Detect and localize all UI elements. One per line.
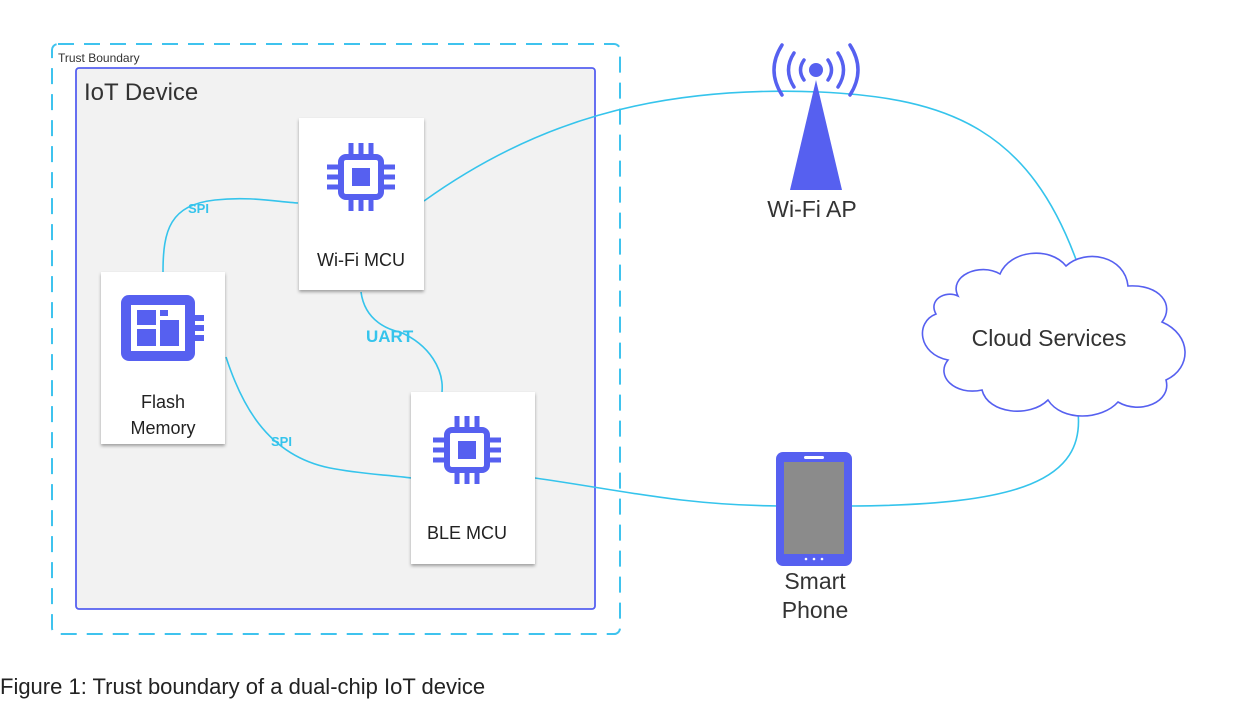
link-label-spi-top: SPI bbox=[188, 201, 209, 216]
iot-device-label: IoT Device bbox=[84, 79, 198, 106]
ble-mcu-label: BLE MCU bbox=[427, 523, 507, 543]
chip-icon bbox=[433, 416, 501, 484]
link-spi-flash-ble bbox=[225, 356, 412, 479]
link-ble-phone bbox=[534, 477, 779, 507]
wifi-ap-label: Wi-Fi AP bbox=[767, 196, 856, 222]
wifi-mcu-label: Wi-Fi MCU bbox=[317, 250, 405, 270]
link-cloud-phone bbox=[850, 411, 1080, 507]
flash-memory-label-line1: Flash bbox=[141, 392, 185, 412]
connections bbox=[162, 90, 1080, 507]
trust-boundary-label: Trust Boundary bbox=[58, 51, 140, 65]
smart-phone-node[interactable]: Smart Phone bbox=[776, 452, 852, 623]
antenna-icon bbox=[772, 43, 860, 190]
memory-icon bbox=[121, 295, 204, 361]
cloud-services-node[interactable]: Cloud Services bbox=[921, 252, 1186, 417]
cloud-services-label: Cloud Services bbox=[972, 325, 1127, 351]
trust-boundary bbox=[51, 43, 621, 635]
ble-mcu-node[interactable]: BLE MCU bbox=[411, 392, 535, 564]
cloud-icon bbox=[921, 252, 1186, 417]
wifi-mcu-node[interactable]: Wi-Fi MCU bbox=[299, 118, 424, 290]
flash-memory-node[interactable]: Flash Memory bbox=[101, 272, 225, 444]
flash-memory-label-line2: Memory bbox=[130, 418, 195, 438]
smartphone-icon bbox=[776, 452, 852, 566]
chip-icon bbox=[327, 143, 395, 211]
link-uart-wifi-ble bbox=[360, 291, 443, 393]
link-label-spi-bottom: SPI bbox=[271, 434, 292, 449]
link-spi-flash-wifi bbox=[162, 197, 299, 273]
smart-phone-label-line2: Phone bbox=[782, 597, 849, 623]
link-wifi-ap bbox=[423, 90, 1079, 266]
wifi-ap-node[interactable]: Wi-Fi AP bbox=[767, 43, 860, 222]
link-label-uart: UART bbox=[366, 327, 414, 346]
figure-caption: Figure 1: Trust boundary of a dual-chip … bbox=[0, 674, 485, 699]
smart-phone-label-line1: Smart bbox=[784, 568, 846, 594]
